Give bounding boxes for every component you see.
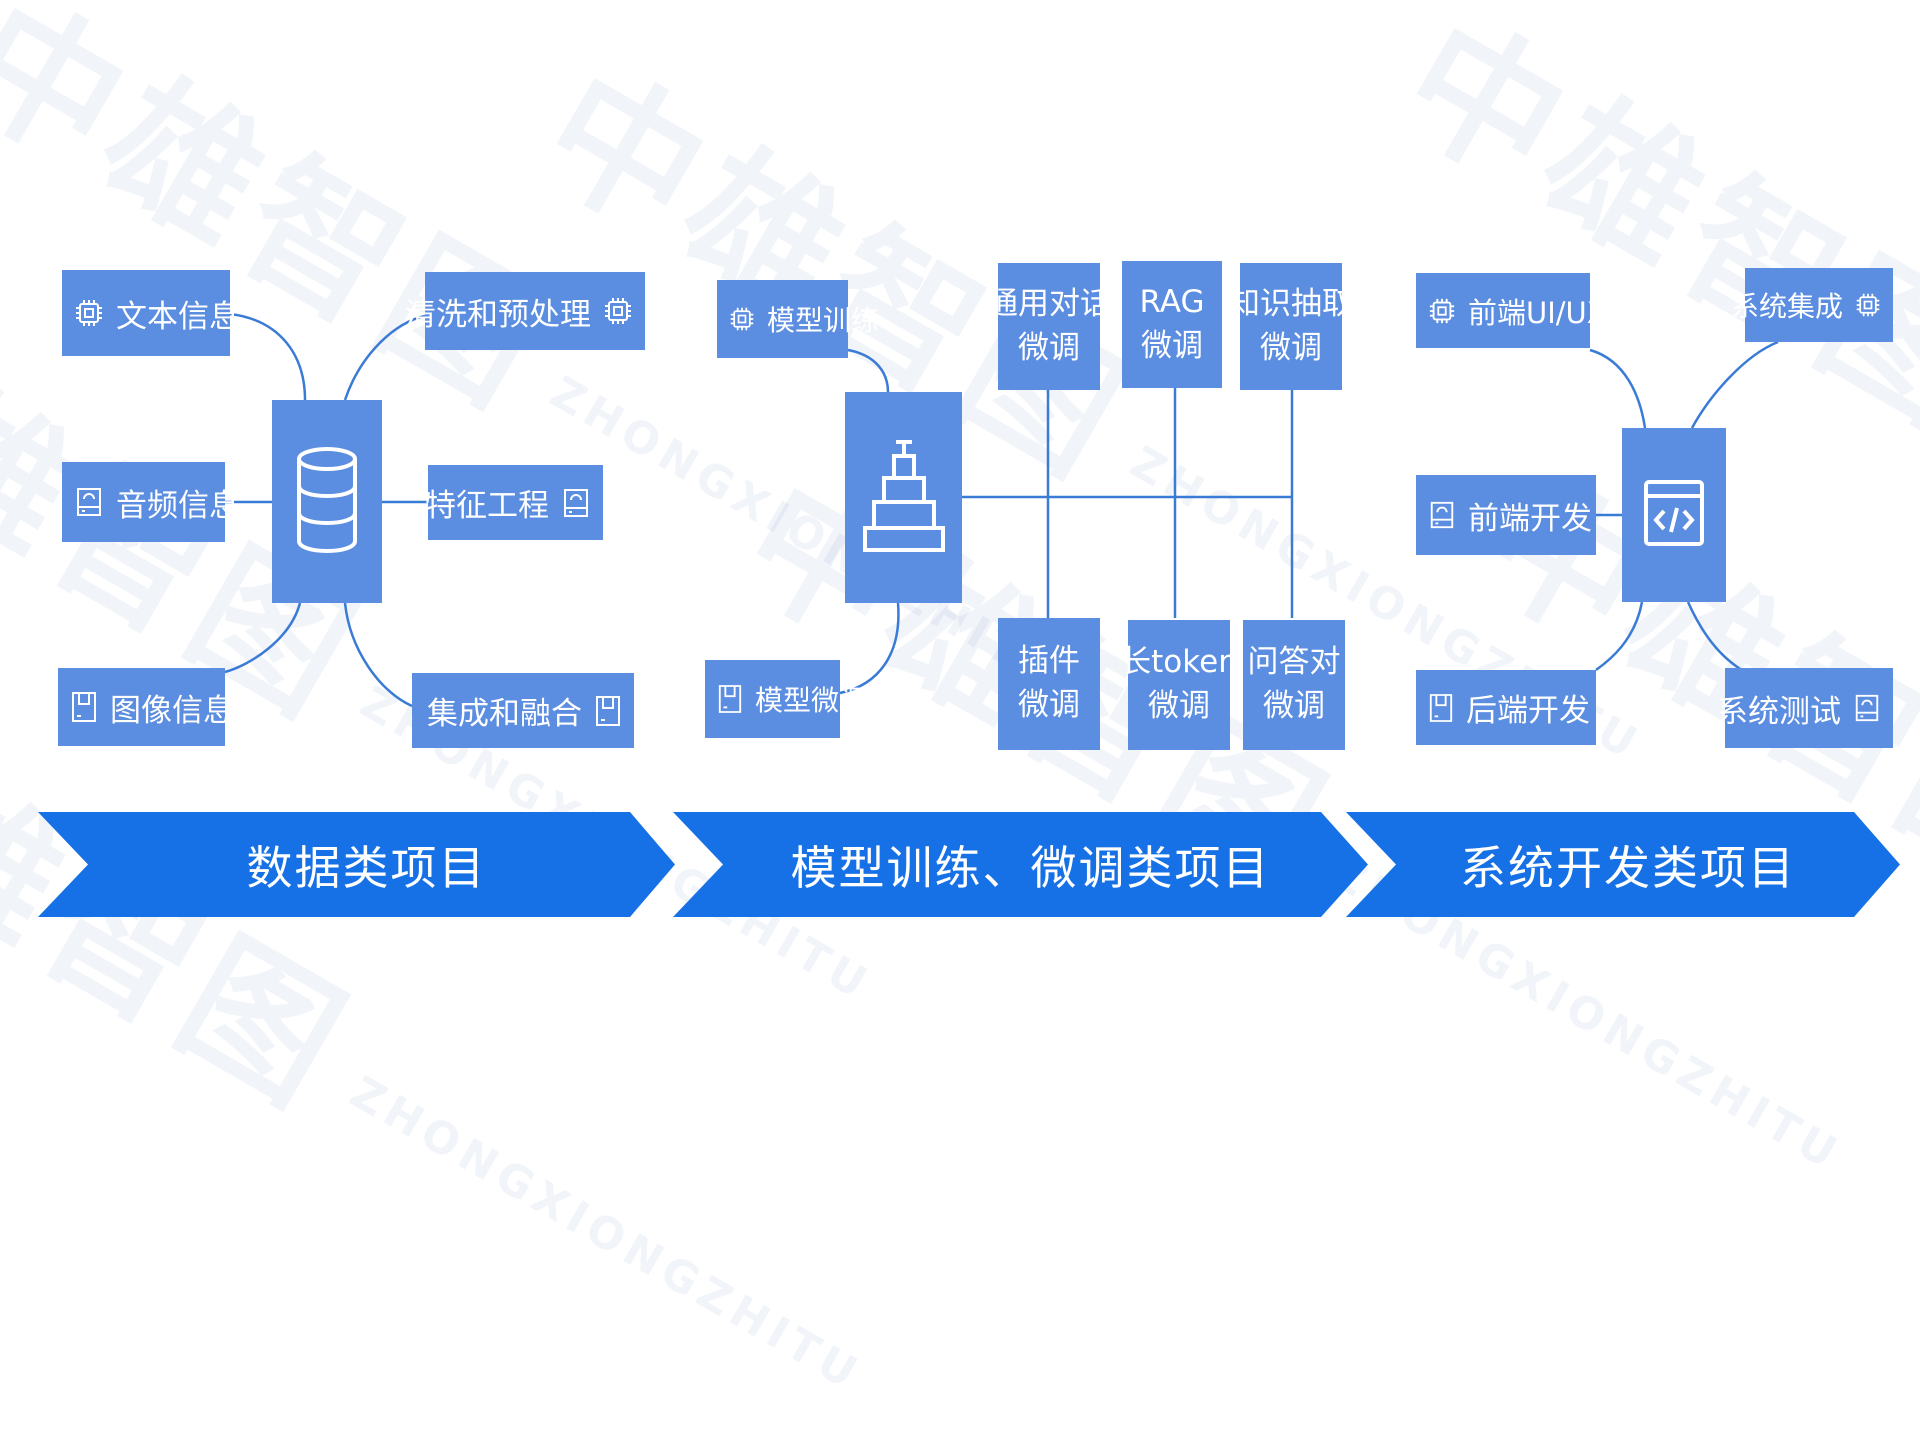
floppy-icon [717,683,743,715]
node-label-line2: 微调 [1141,329,1203,365]
node-label: 集成和融合 [427,688,582,733]
node-label: 音频信息 [116,480,240,525]
node-label: 图像信息 [110,685,234,730]
node-label-line2: 微调 [1018,688,1080,724]
node-backend-dev[interactable]: 后端开发 [1416,670,1596,745]
hub-pyramid[interactable] [845,392,962,603]
grid-top-knowledge-extraction[interactable]: 知识抽取 微调 [1240,263,1342,390]
connector-line [230,314,305,400]
node-label-line2: 微调 [1148,689,1210,725]
node-system-testing[interactable]: 系统测试 [1725,668,1893,748]
lock-drive-icon [1853,691,1881,725]
pyramid-icon [861,436,947,560]
lock-drive-icon [74,485,104,519]
node-image-info[interactable]: 图像信息 [58,668,225,746]
node-label-line1: 长token [1120,645,1238,681]
node-label-line1: 问答对 [1248,645,1341,681]
lock-drive-icon [561,486,591,520]
node-cleaning[interactable]: 清洗和预处理 [425,272,645,350]
node-frontend-dev[interactable]: 前端开发 [1416,475,1596,555]
node-model-training[interactable]: 模型训练 [717,280,848,358]
connector-line [1688,602,1752,676]
connector-line [848,350,888,392]
grid-top-general-dialog[interactable]: 通用对话 微调 [998,263,1100,390]
node-label-line1: RAG [1140,285,1205,321]
floppy-icon [1428,692,1454,724]
chip-icon [1428,296,1456,326]
connector-line [345,603,412,706]
floppy-icon [594,694,622,728]
node-feature-engineering[interactable]: 特征工程 [428,465,603,540]
chip-icon [74,297,104,329]
node-label: 系统测试 [1717,686,1841,731]
banner-data-projects[interactable]: 数据类项目 [38,812,675,917]
chip-icon [1855,291,1881,319]
connector-line [225,603,300,672]
hub-code-window[interactable] [1622,428,1726,602]
node-label: 文本信息 [116,291,240,336]
node-label-line1: 插件 [1018,644,1080,680]
connector-line [1692,342,1778,428]
node-label: 特征工程 [425,480,549,525]
banner-system-projects[interactable]: 系统开发类项目 [1346,812,1900,917]
node-text-info[interactable]: 文本信息 [62,270,230,356]
connector-line [1596,602,1642,670]
banner-model-projects[interactable]: 模型训练、微调类项目 [673,812,1368,917]
node-audio-info[interactable]: 音频信息 [62,462,225,542]
grid-bottom-long-token[interactable]: 长token 微调 [1128,620,1230,750]
database-icon [294,445,360,559]
node-label: 清洗和预处理 [405,289,591,334]
grid-top-rag[interactable]: RAG 微调 [1122,261,1222,388]
node-frontend-uiux[interactable]: 前端UI/UX [1416,273,1590,348]
node-label: 模型微调 [755,679,867,719]
node-system-integration[interactable]: 系统集成 [1745,268,1893,342]
floppy-icon [70,690,98,724]
banner-label: 系统开发类项目 [1460,832,1796,898]
banner-label: 数据类项目 [247,832,487,898]
node-label-line1: 通用对话 [987,287,1111,323]
node-model-finetune[interactable]: 模型微调 [705,660,840,738]
node-label-line2: 微调 [1260,331,1322,367]
code-window-icon [1642,478,1706,552]
node-label-line2: 微调 [1263,689,1325,725]
chip-icon [729,305,755,333]
node-label: 模型训练 [767,299,879,339]
grid-bottom-qa-pairs[interactable]: 问答对 微调 [1243,620,1345,750]
banner-label: 模型训练、微调类项目 [791,832,1271,898]
node-label-line2: 微调 [1018,331,1080,367]
chip-icon [603,295,633,327]
hub-database[interactable] [272,400,382,603]
grid-bottom-plugin[interactable]: 插件 微调 [998,618,1100,750]
node-label: 前端UI/UX [1468,290,1607,332]
node-label: 系统集成 [1731,285,1843,325]
node-label: 前端开发 [1468,493,1592,538]
lock-drive-icon [1428,498,1456,532]
connector-line [1590,350,1645,428]
node-label-line1: 知识抽取 [1229,287,1353,323]
node-integration[interactable]: 集成和融合 [412,673,634,748]
node-label: 后端开发 [1466,685,1590,730]
